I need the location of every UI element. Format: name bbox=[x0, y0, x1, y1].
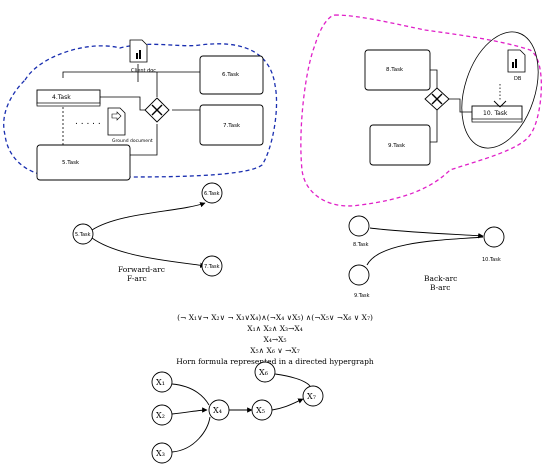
forward-arc-diagram: 5.Task 6.Task 7.Task Forward-arc F-arc bbox=[72, 182, 223, 283]
f-arc-subtitle: F-arc bbox=[127, 274, 147, 283]
f-arc-target-bottom-label: 7.Task bbox=[204, 264, 220, 270]
b-arc-subtitle: B-arc bbox=[430, 283, 450, 292]
f-arc-target-top-node bbox=[201, 182, 223, 204]
b-arc-source-bottom-label: 9.Task bbox=[354, 293, 370, 299]
node-x1 bbox=[151, 371, 173, 393]
b-arc-target-label: 10.Task bbox=[482, 257, 501, 263]
node-x4-label: X₄ bbox=[213, 406, 222, 415]
ellipsis-dots: . . . . . bbox=[75, 117, 101, 127]
formula-line-3: X₄→X₅ bbox=[264, 335, 287, 344]
node-x7 bbox=[302, 385, 324, 407]
node-x4 bbox=[208, 399, 230, 421]
back-arc-diagram: 8.Task 9.Task 10.Task Back-arc B-arc bbox=[348, 215, 505, 299]
b-arc-title: Back-arc bbox=[424, 274, 457, 283]
exclusive-gateway bbox=[144, 97, 170, 123]
task7-label: 7.Task bbox=[223, 123, 241, 129]
task9-label: 9.Task bbox=[388, 143, 406, 149]
task4-label: 4.Task bbox=[52, 94, 71, 101]
client-doc-icon bbox=[129, 39, 148, 63]
database-doc-label: DB bbox=[514, 76, 522, 82]
database-doc-icon bbox=[507, 49, 526, 73]
b-arc-source-top-node bbox=[348, 215, 370, 237]
task5-label: 5.Task bbox=[62, 160, 80, 166]
client-doc-label: Client doc bbox=[131, 68, 156, 74]
task5-box bbox=[36, 144, 131, 181]
left-region-boundary bbox=[3, 43, 278, 178]
node-x6-label: X₆ bbox=[259, 368, 268, 377]
task8-label: 8.Task bbox=[386, 67, 404, 73]
f-arc-title: Forward-arc bbox=[118, 265, 165, 274]
ground-document-icon bbox=[107, 107, 126, 136]
right-process-region: 8.Task 9.Task DB 10. Task bbox=[300, 14, 543, 207]
right-exclusive-gateway bbox=[424, 87, 450, 111]
task9-box bbox=[369, 124, 431, 166]
node-x2-label: X₂ bbox=[156, 411, 165, 420]
task6-box bbox=[199, 55, 264, 95]
node-x7-label: X₇ bbox=[307, 392, 316, 401]
formula-line-2: X₁∧ X₂∧ X₃→X₄ bbox=[247, 324, 302, 333]
f-arc-source-node bbox=[72, 223, 94, 245]
f-arc-target-bottom-node bbox=[201, 255, 223, 277]
directed-hypergraph: X₁ X₂ X₃ X₄ X₅ X₆ X₇ bbox=[151, 361, 324, 464]
f-arc-target-top-label: 6.Task bbox=[204, 191, 220, 197]
node-x6 bbox=[254, 361, 276, 383]
node-x5 bbox=[251, 399, 273, 421]
node-x2 bbox=[151, 404, 173, 426]
node-x5-label: X₅ bbox=[256, 406, 265, 415]
b-arc-target-node bbox=[483, 226, 505, 248]
formula-line-1: (¬ X₁∨¬ X₂∨ ¬ X₃∨X₄)∧(¬X₄ ∨X₅) ∧(¬X₅∨ ¬X… bbox=[177, 313, 373, 322]
horn-formula: (¬ X₁∨¬ X₂∨ ¬ X₃∨X₄)∧(¬X₄ ∨X₅) ∧(¬X₅∨ ¬X… bbox=[176, 313, 374, 366]
b-arc-source-top-label: 8.Task bbox=[353, 242, 369, 248]
formula-caption: Horn formula represented in a directed h… bbox=[176, 357, 374, 366]
left-process-region: Client doc 4.Task . . . . . Ground docum… bbox=[3, 39, 278, 181]
task7-box bbox=[199, 104, 264, 146]
node-x1-label: X₁ bbox=[156, 378, 165, 387]
task8-box bbox=[364, 49, 431, 91]
f-arc-source-label: 5.Task bbox=[75, 232, 91, 238]
ground-document-label: Ground document bbox=[112, 138, 153, 144]
formula-line-4: X₅∧ X₆ ∨ →X₇ bbox=[250, 346, 299, 355]
node-x3-label: X₃ bbox=[156, 449, 165, 458]
right-region-boundary bbox=[300, 14, 543, 207]
b-arc-source-bottom-node bbox=[348, 264, 370, 286]
node-x3 bbox=[151, 442, 173, 464]
task6-label: 6.Task bbox=[222, 72, 240, 78]
task10-label: 10. Task bbox=[483, 110, 508, 117]
grouping-ellipse bbox=[461, 31, 539, 149]
